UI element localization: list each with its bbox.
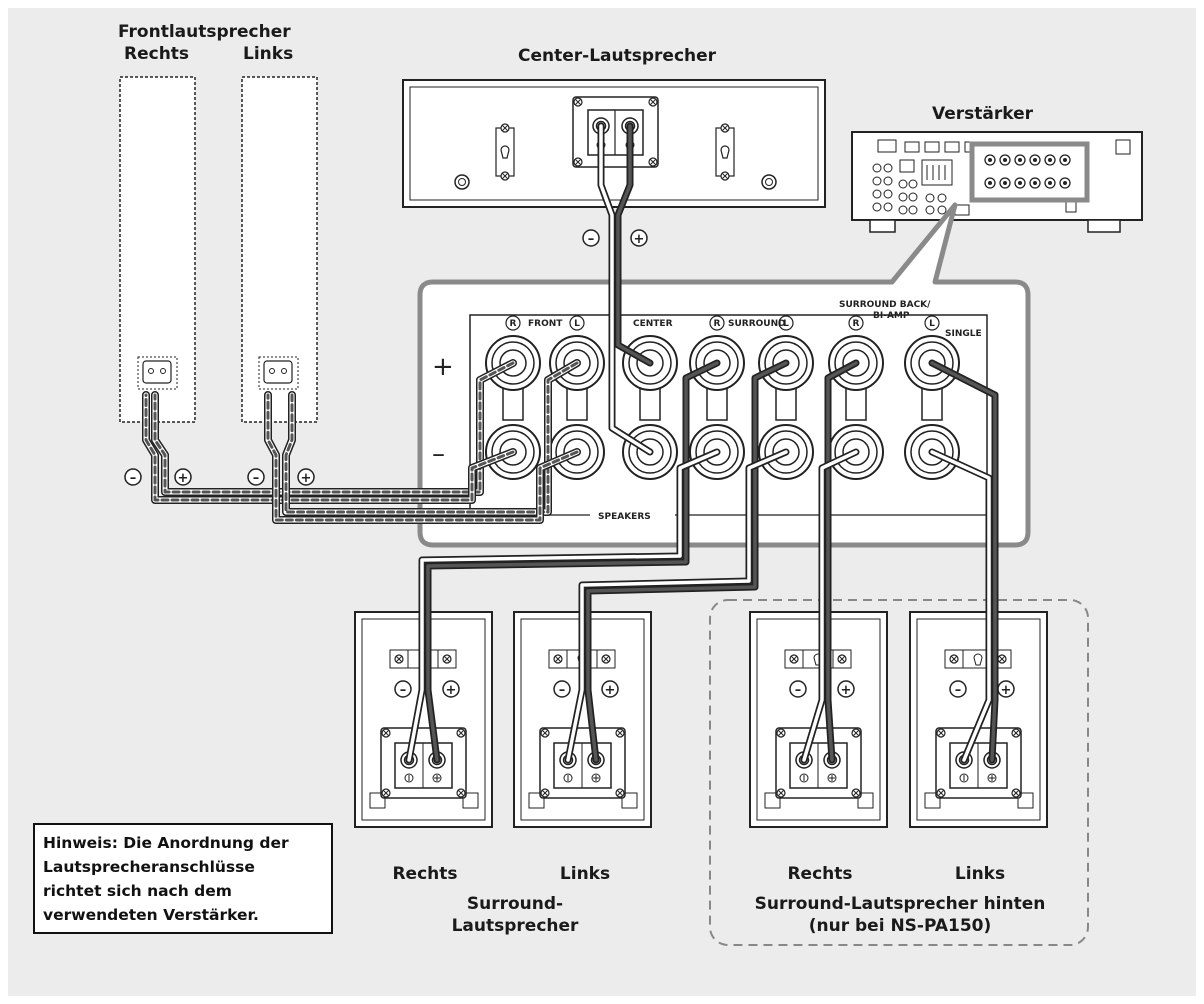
svg-text:–: –	[130, 471, 137, 486]
svg-text:+: +	[605, 683, 616, 698]
surround-title-line2: Lautsprecher	[451, 916, 579, 936]
front-right-label: Rechts	[124, 44, 190, 64]
svg-text:+: +	[634, 232, 645, 247]
svg-text:R: R	[853, 319, 860, 329]
front-left-label: Links	[243, 44, 294, 64]
svg-text:L: L	[574, 319, 580, 329]
svg-text:–: –	[795, 683, 802, 698]
center-label: CENTER	[633, 319, 673, 329]
surround-right-label: Rechts	[392, 864, 458, 884]
surround-back-right-label: Rechts	[787, 864, 853, 884]
svg-text:–: –	[955, 683, 962, 698]
surround-title-line1: Surround-	[466, 894, 564, 914]
note-line-4: verwendeten Verstärker.	[43, 906, 259, 924]
svg-text:+: +	[446, 683, 457, 698]
surround-back-group	[709, 599, 1089, 946]
front-speaker-right	[119, 76, 196, 423]
note-line-3: richtet sich nach dem	[43, 882, 232, 900]
front-speakers-title: Frontlautsprecher	[118, 22, 291, 42]
surround-label: SURROUND	[728, 319, 786, 329]
svg-text:–: –	[559, 683, 566, 698]
surround-left-label: Links	[559, 864, 611, 884]
note-line-1: Hinweis: Die Anordnung der	[43, 834, 289, 852]
amplifier-title: Verstärker	[932, 104, 1034, 124]
svg-text:L: L	[929, 319, 935, 329]
front-label: FRONT	[528, 319, 563, 329]
svg-text:L: L	[783, 319, 789, 329]
polarity-markers	[124, 229, 1015, 698]
note-box: Hinweis: Die Anordnung der Lautsprechera…	[33, 823, 333, 934]
speaker-cables	[142, 122, 999, 764]
surround-back-title-line1: Surround-Lautsprecher hinten	[754, 894, 1046, 914]
svg-text:–: –	[400, 683, 407, 698]
center-speaker-title: Center-Lautsprecher	[518, 46, 717, 66]
plus-sign: +	[432, 352, 454, 382]
svg-text:R: R	[714, 319, 721, 329]
svg-text:+: +	[301, 471, 312, 486]
note-line-2: Lautsprecheranschlüsse	[43, 858, 255, 876]
amplifier	[851, 131, 1143, 233]
svg-text:+: +	[1001, 683, 1012, 698]
bi-amp-label: BI-AMP	[873, 311, 910, 321]
polarity-marker-text: – + – + – + – + – + – + – +	[130, 232, 1012, 698]
speaker-terminal-panel	[469, 314, 988, 516]
surround-back-label: SURROUND BACK/	[839, 300, 931, 310]
svg-text:+: +	[178, 471, 189, 486]
front-speaker-left	[241, 76, 318, 423]
svg-text:R: R	[510, 319, 517, 329]
minus-sign: –	[432, 439, 445, 469]
surround-back-left-label: Links	[954, 864, 1006, 884]
surround-back-title-line2: (nur bei NS-PA150)	[808, 916, 992, 936]
center-speaker	[402, 79, 826, 208]
svg-text:–: –	[588, 232, 595, 247]
speakers-label: SPEAKERS	[598, 512, 651, 522]
svg-text:–: –	[253, 471, 260, 486]
single-label: SINGLE	[945, 329, 982, 339]
svg-text:+: +	[841, 683, 852, 698]
